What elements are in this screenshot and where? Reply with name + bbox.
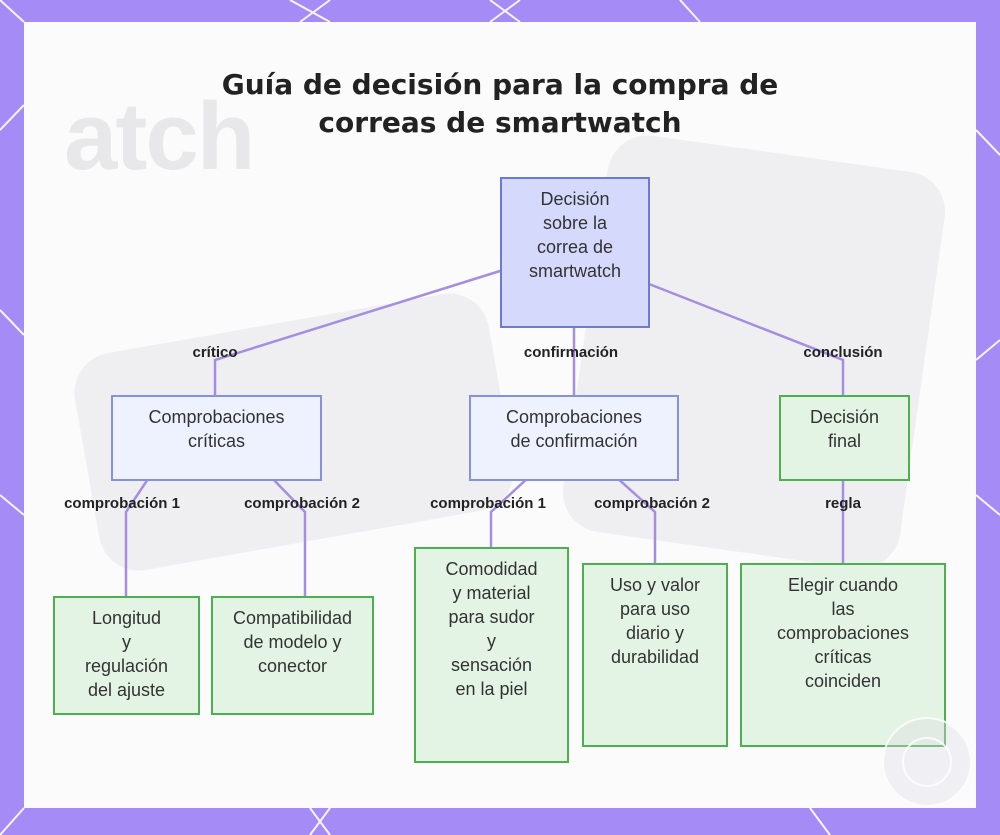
seal-badge xyxy=(882,717,972,807)
node-text: Longitud xyxy=(91,608,162,628)
node-uso: Uso y valor para uso diario y durabilida… xyxy=(582,563,728,747)
node-text: las xyxy=(831,599,855,619)
edge-label-regla: regla xyxy=(825,495,861,512)
edge-label-conclusion: conclusión xyxy=(803,344,883,361)
node-text: sobre la xyxy=(542,213,608,233)
node-text: diario y xyxy=(625,623,685,643)
diagram-panel: atch Guía de decisión para la compra de … xyxy=(24,22,976,808)
node-text: Uso y valor xyxy=(609,575,701,595)
title-line: correas de smartwatch xyxy=(318,106,682,139)
node-decision-final: Decisión final xyxy=(779,395,910,481)
node-text: final xyxy=(827,431,862,451)
edge-critico xyxy=(213,269,501,395)
node-text: Comprobaciones xyxy=(505,407,643,427)
node-text: comprobaciones xyxy=(776,623,910,643)
node-text: Comodidad xyxy=(445,559,538,579)
node-text: sensación xyxy=(450,655,533,675)
node-text: y xyxy=(122,632,131,652)
node-text: críticas xyxy=(814,647,872,667)
edge-label-confirmacion: confirmación xyxy=(523,344,619,361)
edge-label-conf-c2: comprobación 2 xyxy=(594,495,710,512)
node-comodidad: Comodidad y material para sudor y sensac… xyxy=(414,547,569,763)
node-text: y xyxy=(487,631,496,651)
node-root: Decisión sobre la correa de smartwatch xyxy=(500,177,650,328)
edge-label-crit-c1: comprobación 1 xyxy=(64,495,180,512)
node-text: en la piel xyxy=(455,679,528,699)
node-text: conector xyxy=(257,656,328,676)
edge-label-crit-c2: comprobación 2 xyxy=(244,495,360,512)
node-confirmacion: Comprobaciones de confirmación xyxy=(469,395,679,481)
node-compatibilidad: Compatibilidad de modelo y conector xyxy=(211,596,374,715)
node-elegir: Elegir cuando las comprobaciones crítica… xyxy=(740,563,946,747)
node-text: de confirmación xyxy=(510,431,638,451)
edge-conf-c1 xyxy=(489,475,531,547)
node-criticas: Comprobaciones críticas xyxy=(111,395,322,481)
node-text: durabilidad xyxy=(610,647,700,667)
node-text: para sudor xyxy=(448,607,535,627)
node-text: Decisión xyxy=(809,407,880,427)
node-text: del ajuste xyxy=(87,680,166,700)
node-text: para uso xyxy=(619,599,691,619)
edge-label-critico: crítico xyxy=(192,344,238,361)
diagram-edges xyxy=(124,269,845,596)
node-text: Compatibilidad xyxy=(232,608,353,628)
seal-inner-ring xyxy=(902,737,952,787)
node-text: smartwatch xyxy=(528,261,622,281)
edge-conf-c2 xyxy=(614,475,657,563)
edge-crit-c2 xyxy=(269,475,307,596)
node-text: Elegir cuando xyxy=(787,575,899,595)
node-text: críticas xyxy=(187,431,245,451)
node-longitud: Longitud y regulación del ajuste xyxy=(53,596,200,715)
node-text: Decisión xyxy=(540,189,610,209)
node-text: de modelo y xyxy=(243,632,342,652)
node-text: correa de xyxy=(536,237,614,257)
diagram-title: Guía de decisión para la compra de corre… xyxy=(24,66,976,142)
node-text: coinciden xyxy=(804,671,882,691)
node-text: Comprobaciones xyxy=(148,407,285,427)
edge-crit-c1 xyxy=(124,475,152,596)
title-line: Guía de decisión para la compra de xyxy=(221,68,779,101)
edge-conclusion xyxy=(648,282,845,395)
node-text: y material xyxy=(452,583,531,603)
edge-label-conf-c1: comprobación 1 xyxy=(430,495,546,512)
node-text: regulación xyxy=(84,656,169,676)
background-watermark: atch xyxy=(64,83,255,190)
